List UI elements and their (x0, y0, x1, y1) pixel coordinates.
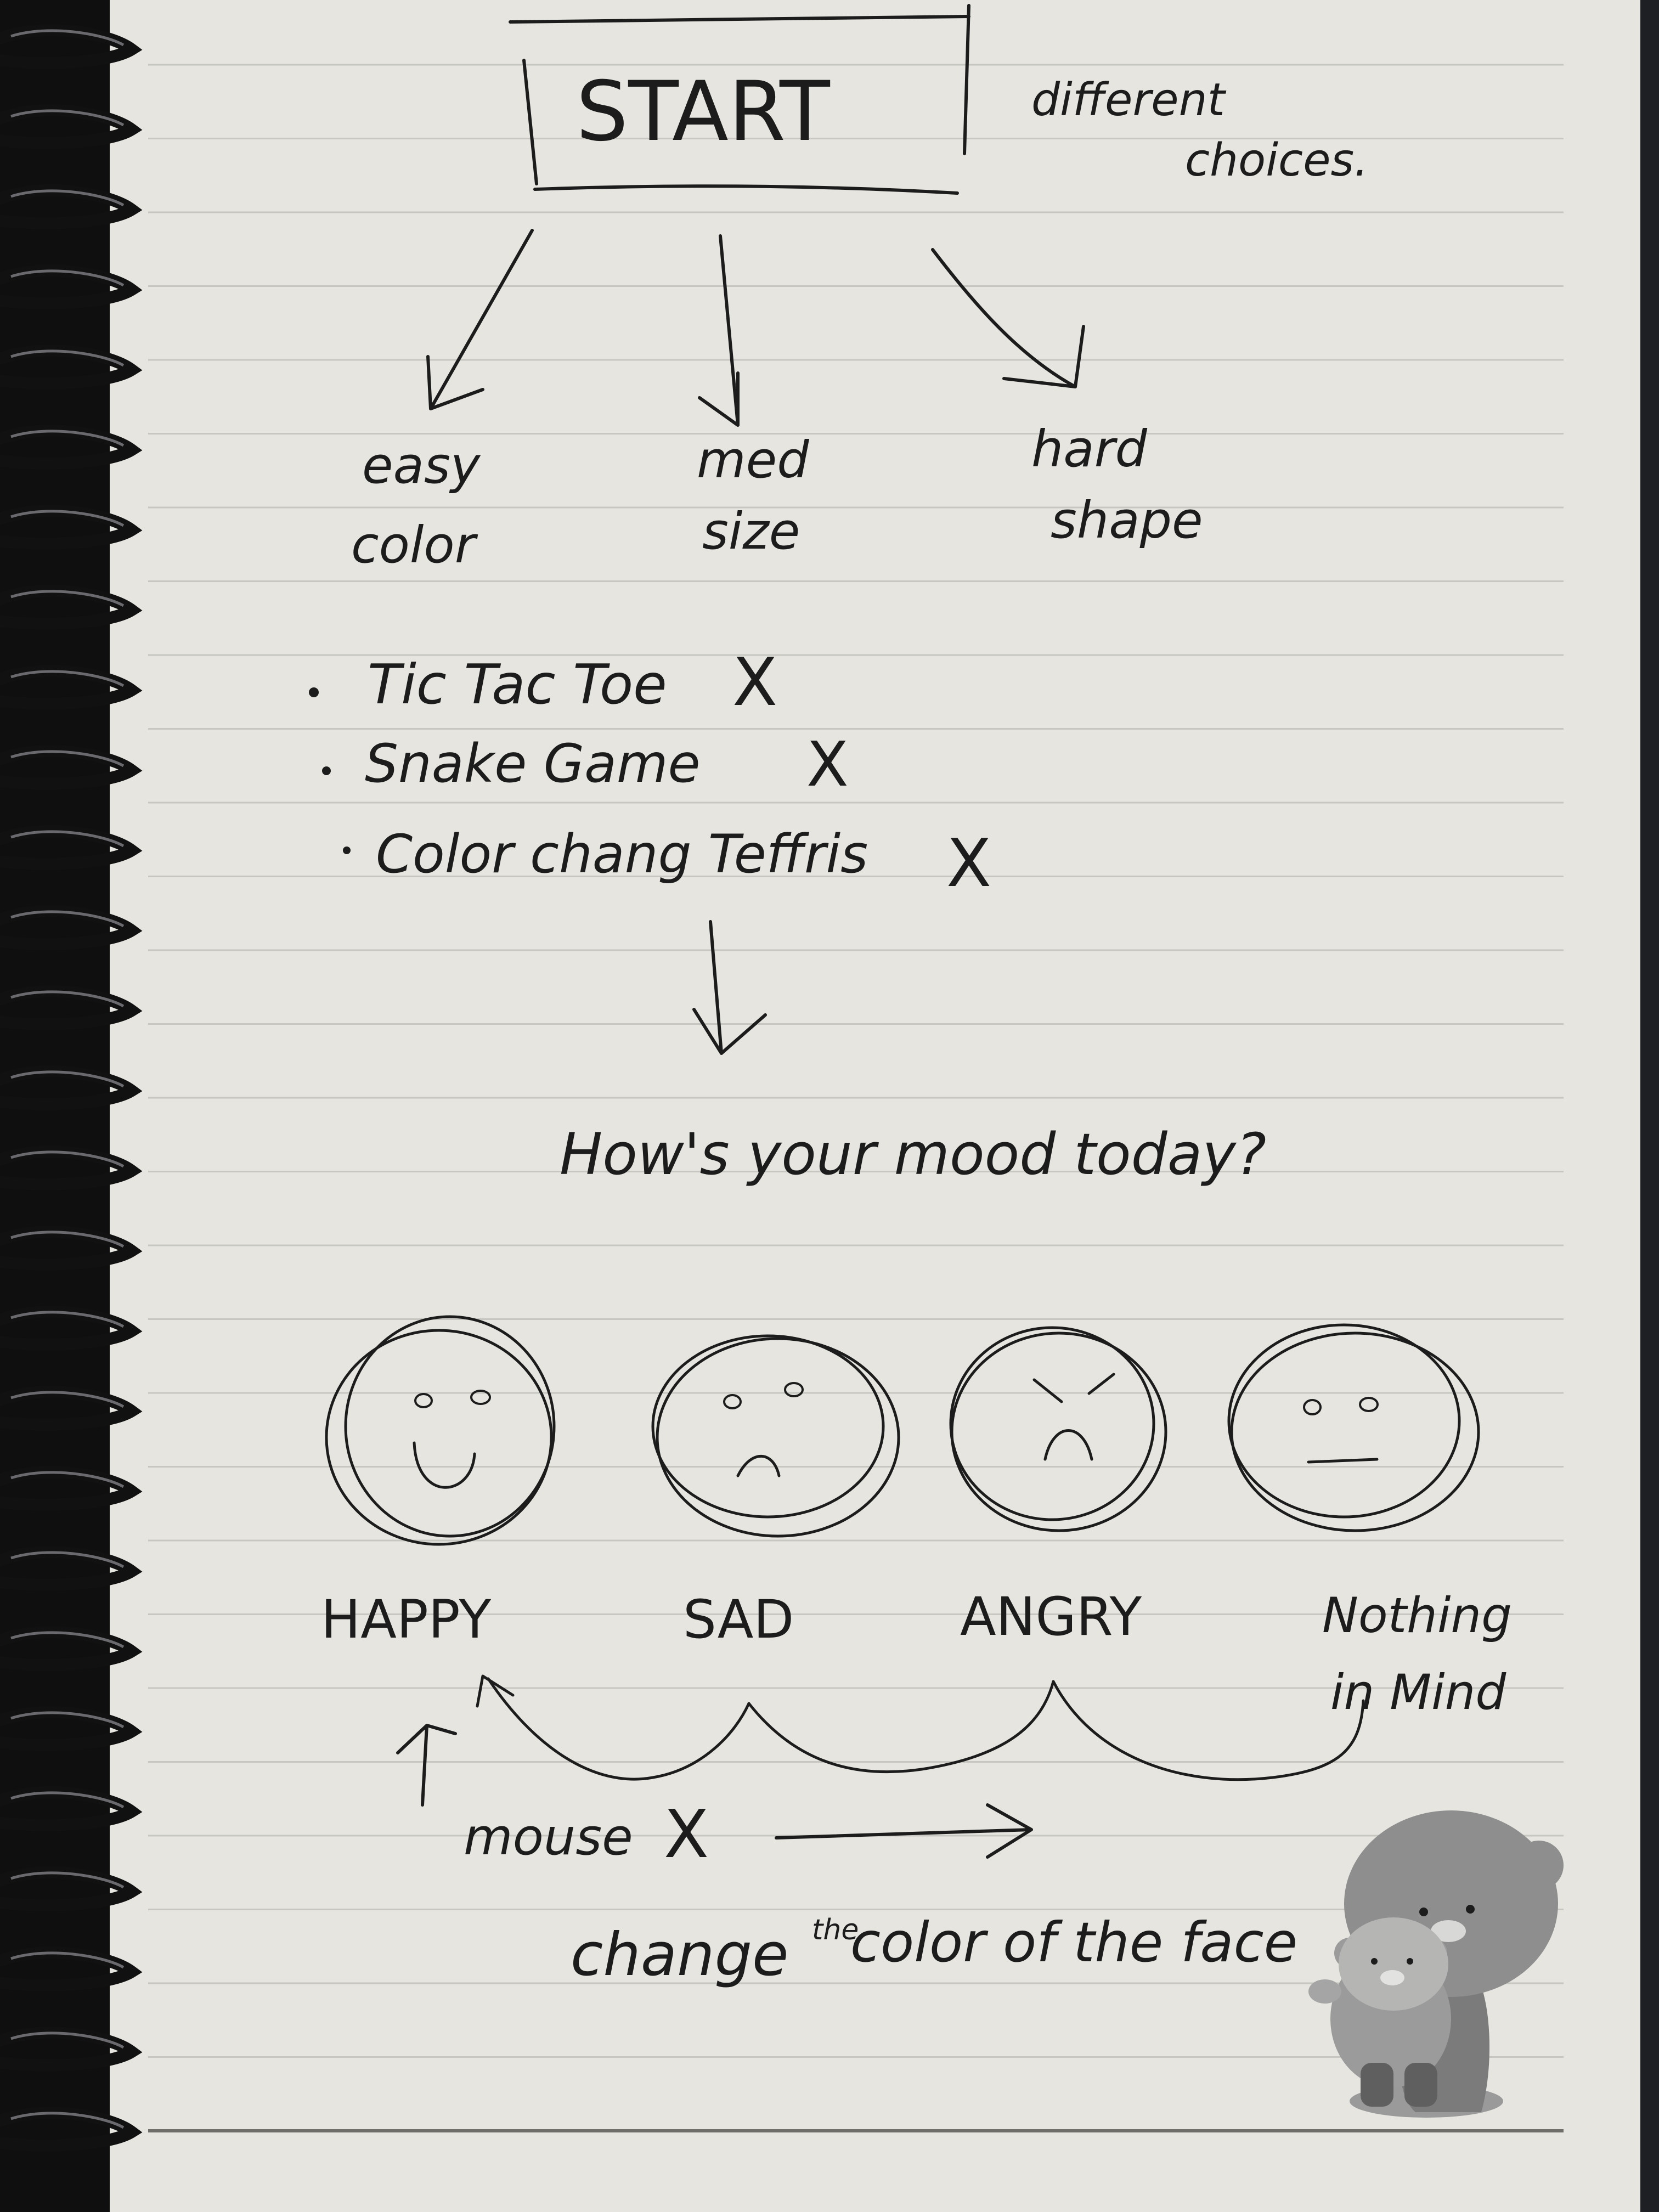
bullet-icon (309, 687, 319, 697)
spiral-highlight (10, 1951, 125, 1969)
start-label: START (576, 64, 831, 160)
spiral-highlight (10, 1311, 125, 1328)
game-mark-tetris: X (946, 826, 991, 902)
mouse-note-label: mouse (464, 1808, 633, 1866)
start-box: START (509, 4, 970, 195)
bullet-icon (343, 847, 351, 854)
face-neutral (1227, 1323, 1480, 1532)
game-mark-snake: X (806, 729, 849, 800)
mood-label-nothing-line1: Nothing (1322, 1587, 1512, 1644)
up-arrow (396, 1724, 457, 1807)
bear-sticker (1308, 1810, 1564, 2118)
difficulty-hard-mode: shape (1051, 491, 1203, 550)
bottom-note: change the color of the face (571, 1910, 1297, 1989)
spiral-highlight (10, 990, 125, 1008)
spiral-highlight (10, 1711, 125, 1729)
game-list: Tic Tac Toe X Snake Game X Color chang T… (309, 645, 991, 902)
mood-label-angry: ANGRY (960, 1586, 1142, 1647)
spiral-highlight (10, 1391, 125, 1408)
mood-label-nothing-line2: in Mind (1330, 1664, 1506, 1720)
right-arrow (775, 1803, 1033, 1859)
difficulty-hard-level: hard (1031, 420, 1148, 478)
spiral-highlight (10, 1231, 125, 1248)
spiral-highlight (10, 2112, 125, 2129)
mood-question: How's your mood today? (560, 1121, 1266, 1188)
side-note-line1: different (1031, 74, 1227, 126)
mood-label-happy: HAPPY (321, 1589, 492, 1650)
spiral-highlight (10, 750, 125, 768)
spiral-highlight (10, 1791, 125, 1809)
face-happy (325, 1315, 556, 1546)
spiral-highlight (10, 910, 125, 928)
spiral-binding (0, 24, 143, 2152)
spiral-highlight (10, 349, 125, 367)
spiral-highlight (10, 109, 125, 127)
spiral-highlight (10, 189, 125, 207)
spiral-highlight (10, 1150, 125, 1168)
spiral-highlight (10, 1070, 125, 1088)
game-item-snake: Snake Game (365, 733, 701, 794)
bottom-note-rest: color of the face (850, 1910, 1297, 1974)
down-arrow (692, 920, 767, 1055)
spiral-highlight (10, 590, 125, 607)
game-item-tic-tac-toe: Tic Tac Toe (368, 652, 667, 716)
difficulty-easy-level: easy (362, 436, 481, 495)
mood-label-sad: SAD (683, 1589, 794, 1650)
bottom-note-small: the (812, 1914, 859, 1946)
game-mark-tic-tac-toe: X (732, 645, 777, 721)
difficulty-med-mode: size (702, 502, 800, 561)
spiral-highlight (10, 1871, 125, 1889)
bullet-icon (322, 766, 331, 775)
start-arrows (426, 229, 1085, 427)
side-note-line2: choices. (1185, 134, 1368, 187)
difficulty-med-level: med (697, 431, 809, 489)
face-sad (651, 1334, 900, 1538)
difficulty-easy-mode: color (351, 516, 478, 574)
spiral-highlight (10, 29, 125, 47)
spiral-highlight (10, 1631, 125, 1649)
spiral-highlight (10, 1551, 125, 1568)
spiral-highlight (10, 269, 125, 287)
spiral-highlight (10, 1471, 125, 1488)
spiral-highlight (10, 830, 125, 848)
mood-cycle-arcs (476, 1674, 1365, 1781)
spiral-highlight (10, 670, 125, 687)
spiral-highlight (10, 2032, 125, 2049)
spiral-highlight (10, 510, 125, 527)
bottom-note-prefix: change (571, 1921, 788, 1989)
spiral-highlight (10, 430, 125, 447)
mouse-note-mark: X (664, 1797, 709, 1873)
game-item-tetris: Color chang Teffris (376, 823, 868, 885)
face-angry (949, 1326, 1167, 1532)
